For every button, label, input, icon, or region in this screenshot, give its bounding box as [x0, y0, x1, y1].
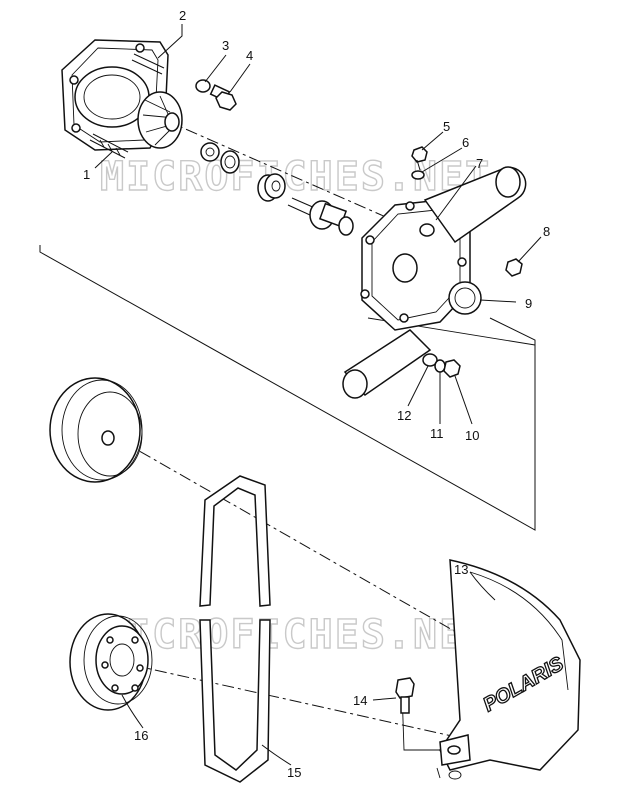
callout-4: 4 — [246, 48, 253, 63]
callout-13: 13 — [454, 562, 468, 577]
belt-guard-cover: POLARIS — [439, 559, 581, 771]
pump-pulley — [69, 613, 153, 711]
washer — [195, 79, 211, 93]
shaft-oring — [220, 150, 240, 174]
lower-hardware — [422, 353, 461, 378]
callout-9: 9 — [525, 296, 532, 311]
shaft-bearing — [257, 173, 286, 202]
lower-inlet-tube — [342, 329, 432, 399]
shaft-seal — [200, 142, 220, 162]
drive-belt — [199, 475, 271, 783]
cover-bolt — [395, 677, 415, 714]
callout-8: 8 — [543, 224, 550, 239]
hex-bolt — [209, 84, 237, 111]
callout-5: 5 — [443, 119, 450, 134]
callout-labels: 2 3 4 1 5 6 7 8 9 12 11 10 13 14 16 15 — [83, 8, 550, 780]
pump-impeller — [137, 91, 183, 149]
cover-washer — [411, 170, 425, 180]
cover-grommet — [448, 770, 462, 780]
callout-15: 15 — [287, 765, 301, 780]
callout-7: 7 — [476, 156, 483, 171]
crank-pulley — [49, 377, 143, 483]
callout-12: 12 — [397, 408, 411, 423]
cover-grommet-mark — [436, 767, 441, 779]
callout-2: 2 — [179, 8, 186, 23]
callout-11: 11 — [430, 426, 444, 441]
cover-bolt-top — [411, 146, 428, 171]
callout-16: 16 — [134, 728, 148, 743]
center-cover-bolt — [419, 223, 435, 237]
callout-1: 1 — [83, 167, 90, 182]
stud-bolt — [89, 53, 165, 159]
leader-lines — [94, 24, 542, 766]
callout-3: 3 — [222, 38, 229, 53]
outlet-port-ring — [448, 281, 482, 315]
callout-14: 14 — [353, 693, 367, 708]
callout-10: 10 — [465, 428, 479, 443]
callout-6: 6 — [462, 135, 469, 150]
pump-shaft — [287, 197, 354, 236]
watermark-bottom: MICROFICHES.NET — [100, 612, 491, 658]
side-nut — [505, 258, 523, 277]
pump-cover — [360, 199, 471, 331]
upper-outlet-tube — [423, 166, 527, 244]
